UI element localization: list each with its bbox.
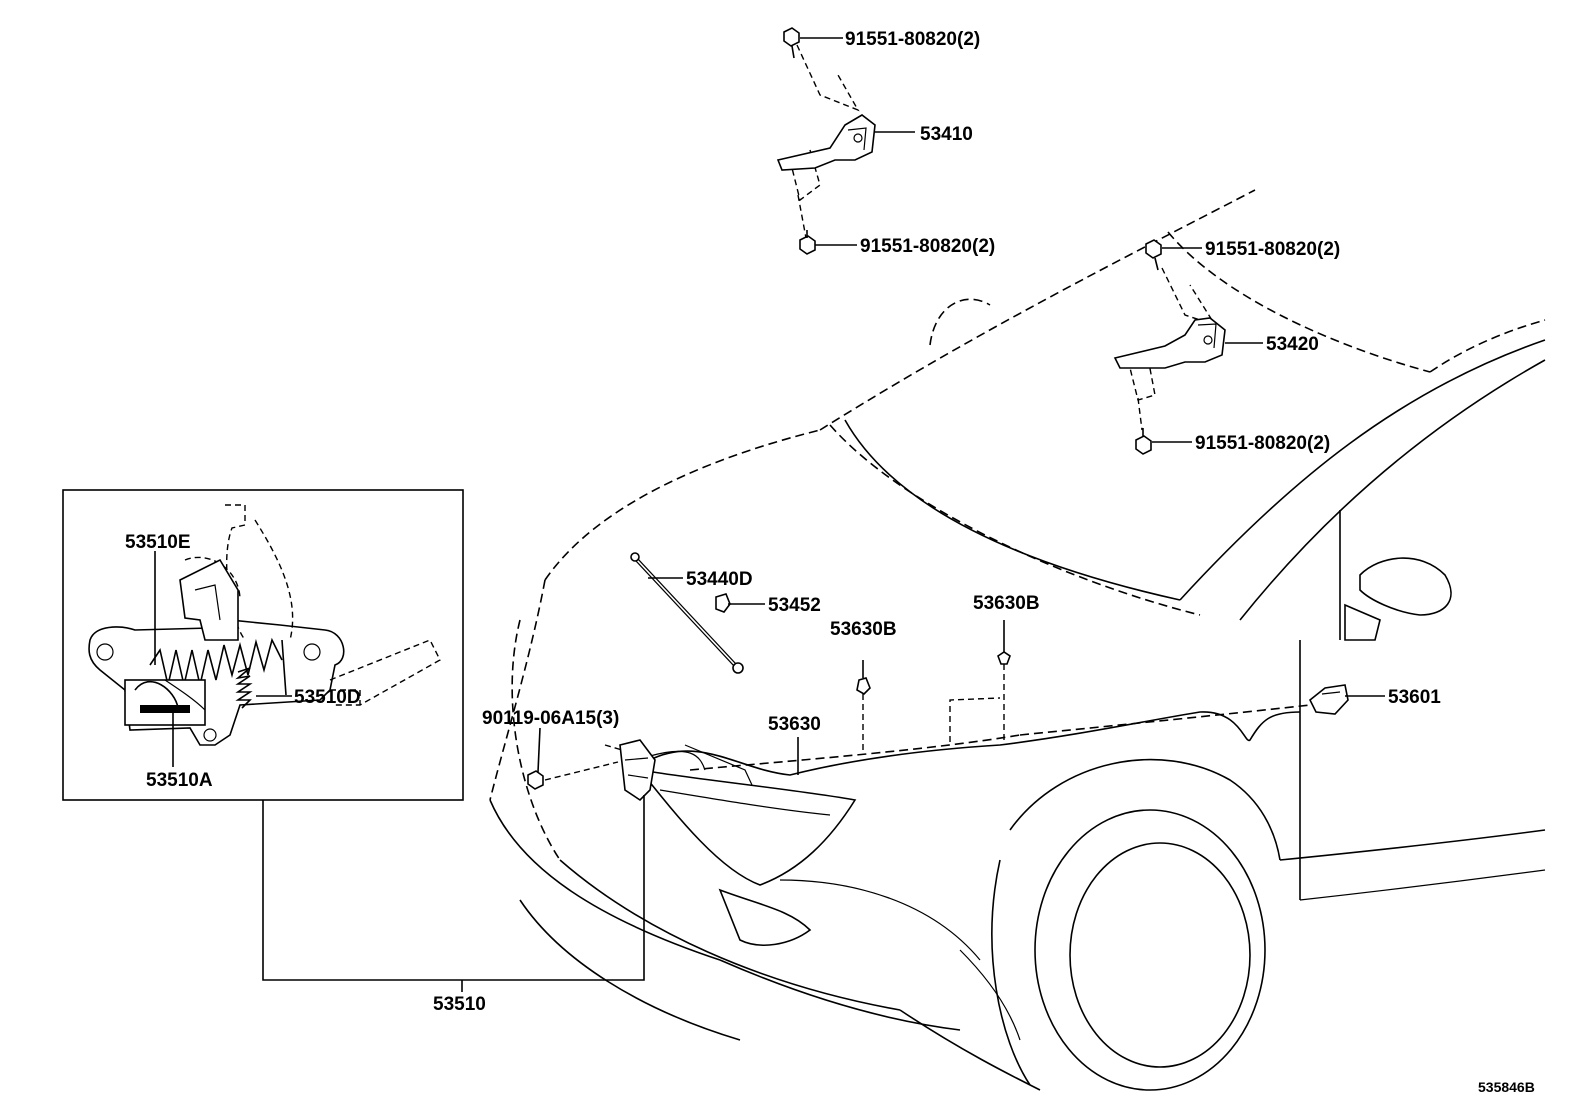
label-rod-holder: 53452: [768, 595, 821, 616]
hood-lock-installed: [527, 739, 656, 802]
label-part-a: 53510A: [146, 770, 213, 791]
label-support-rod: 53440D: [686, 569, 753, 590]
hood-hinge-left: [776, 44, 876, 239]
label-lock-assy: 53510: [433, 994, 486, 1015]
lock-detail-inset: [62, 489, 464, 801]
clamp-center: [856, 660, 871, 750]
label-lock-bolt: 90119-06A15(3): [482, 708, 619, 729]
label-hinge-r: 53420: [1266, 334, 1319, 355]
hood-release-lever: [1308, 684, 1349, 715]
rod-holder: [715, 593, 731, 613]
label-bolt-hinge-l-bottom: 91551-80820(2): [860, 236, 995, 257]
label-clamp-right: 53630B: [973, 593, 1040, 614]
leader-lines: [154, 37, 1385, 775]
bolt-left-bottom: [799, 230, 816, 255]
hood-hinge-right: [1113, 267, 1226, 431]
label-bolt-hinge-r-top: 91551-80820(2): [1205, 239, 1340, 260]
callout-labels: 91551-80820(2) 53410 91551-80820(2) 9155…: [125, 29, 1535, 1095]
label-clamp-center: 53630B: [830, 619, 897, 640]
lock-assy-bracket: [262, 795, 645, 992]
bolt-right-bottom: [1135, 428, 1152, 455]
clamp-right: [949, 620, 1011, 742]
hood-release-cable: [649, 711, 1301, 786]
label-bolt-hinge-r-bottom: 91551-80820(2): [1195, 433, 1330, 454]
label-spring-d: 53510D: [294, 687, 361, 708]
label-hinge-l: 53410: [920, 124, 973, 145]
label-release-cable: 53630: [768, 714, 821, 735]
bolt-right-top: [1145, 239, 1162, 271]
bolt-left-top: [783, 27, 800, 59]
car-body-outline: [489, 189, 1546, 1091]
figure-code: 535846B: [1478, 1079, 1535, 1095]
label-spring-e: 53510E: [125, 532, 191, 553]
label-release-lever: 53601: [1388, 687, 1441, 708]
label-bolt-hinge-l-top: 91551-80820(2): [845, 29, 980, 50]
